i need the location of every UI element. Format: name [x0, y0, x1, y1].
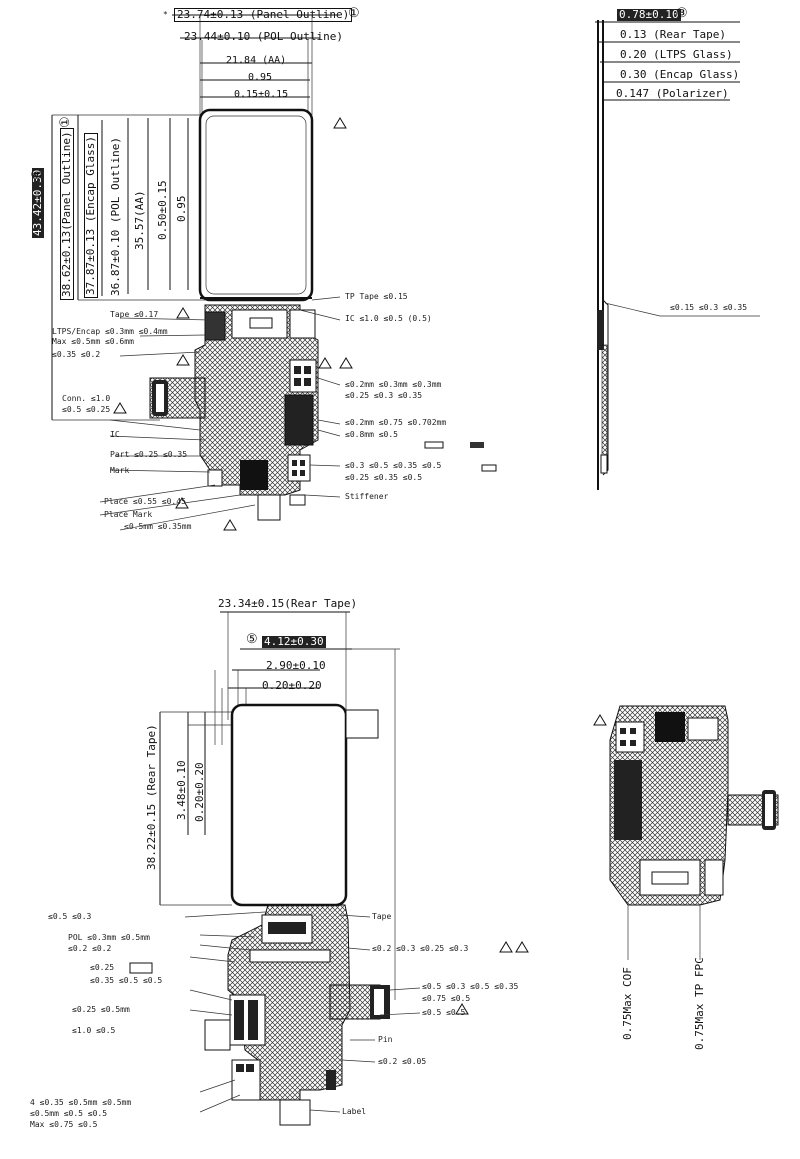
rear-left-note-9: ≤0.5mm ≤0.5 ≤0.5	[30, 1109, 108, 1118]
panel-outline-h-dim: 38.62±0.13(Panel Outline)	[60, 128, 74, 300]
rear-right-note-5: ≤0.5 ≤0.5	[422, 1008, 466, 1017]
rear-left-note-3: ≤0.2 ≤0.2	[68, 944, 112, 953]
front-view	[51, 14, 497, 531]
rear-right-note-4: ≤0.75 ≤0.5	[422, 994, 471, 1003]
front-left-note-7: IC	[110, 430, 120, 439]
rear-dim-020-v: 0.20±0.20	[193, 762, 206, 822]
front-right-note-9: Stiffener	[345, 492, 389, 501]
front-right-note-8: ≤0.25 ≤0.35 ≤0.5	[345, 473, 423, 482]
side-layer-encap-glass: 0.30 (Encap Glass)	[620, 68, 740, 81]
side-layer-rear-tape: 0.13 (Rear Tape)	[620, 28, 726, 41]
front-left-note-1: Tape ≤0.17	[110, 310, 159, 319]
panel-outline-dim: 23.74±0.13 (Panel Outline)	[174, 8, 353, 22]
rear-tape-height-dim: 38.22±0.15 (Rear Tape)	[145, 724, 158, 870]
front-left-note-10: Place ≤0.55 ≤0.45	[104, 497, 186, 506]
front-left-note-4: ≤0.35 ≤0.2	[52, 350, 101, 359]
front-right-note-4: ≤0.25 ≤0.3 ≤0.35	[345, 391, 423, 400]
front-right-note-1: TP Tape ≤0.15	[345, 292, 408, 301]
dim-015: 0.15±0.15	[234, 89, 289, 100]
front-right-note-5: ≤0.2mm ≤0.75 ≤0.702mm	[345, 418, 447, 427]
front-left-note-3: Max ≤0.5mm ≤0.6mm	[52, 337, 134, 346]
rear-right-note-8: Label	[342, 1107, 367, 1116]
rear-left-note-2: POL ≤0.3mm ≤0.5mm	[68, 933, 150, 942]
rear-right-note-2: ≤0.2 ≤0.3 ≤0.25 ≤0.3	[372, 944, 469, 953]
rear-tape-width-dim: 23.34±0.15(Rear Tape)	[218, 597, 358, 610]
rear-right-note-6: Pin	[378, 1035, 393, 1044]
detail-view	[593, 705, 779, 960]
side-annotation: ≤0.15 ≤0.3 ≤0.35	[670, 303, 748, 312]
side-total-dim: 0.78±0.10	[617, 8, 681, 21]
tp-fpc-max-thickness: 0.75Max TP FPC	[693, 957, 706, 1050]
rear-left-note-5: ≤0.35 ≤0.5 ≤0.5	[90, 976, 163, 985]
dim-095-v: 0.95	[175, 195, 188, 223]
front-left-note-2: LTPS/Encap ≤0.3mm ≤0.4mm	[52, 327, 168, 336]
dim-050: 0.50±0.15	[156, 180, 169, 240]
front-left-note-5: Conn. ≤1.0	[62, 394, 111, 403]
front-left-note-8: Part ≤0.25 ≤0.35	[110, 450, 188, 459]
front-right-note-2: IC ≤1.0 ≤0.5 (0.5)	[345, 314, 432, 323]
aa-dim: 21.84 (AA)	[226, 55, 287, 66]
rear-dim-290: 2.90±0.10	[266, 659, 326, 672]
cof-max-thickness: 0.75Max COF	[621, 967, 634, 1040]
side-view	[595, 20, 760, 490]
dim-095: 0.95	[248, 72, 273, 83]
rear-left-note-4: ≤0.25	[90, 963, 115, 972]
side-layer-polarizer: 0.147 (Polarizer)	[616, 87, 729, 100]
rear-left-note-7: ≤1.0 ≤0.5	[72, 1026, 116, 1035]
front-right-note-3: ≤0.2mm ≤0.3mm ≤0.3mm	[345, 380, 442, 389]
side-total-marker: ③	[676, 6, 688, 21]
front-right-note-6: ≤0.8mm ≤0.5	[345, 430, 398, 439]
rear-left-note-10: Max ≤0.75 ≤0.5	[30, 1120, 98, 1129]
front-left-note-12: ≤0.5mm ≤0.35mm	[124, 522, 192, 531]
rear-right-note-7: ≤0.2 ≤0.05	[378, 1057, 427, 1066]
rear-left-note-8: 4 ≤0.35 ≤0.5mm ≤0.5mm	[30, 1098, 132, 1107]
panel-outline-marker: ①	[348, 6, 360, 21]
pol-outline-dim: 23.44±0.10 (POL Outline)	[184, 30, 343, 43]
aa-h-dim: 35.57(AA)	[133, 190, 146, 250]
pol-outline-h-dim: 36.87±0.10 (POL Outline)	[109, 137, 122, 296]
rear-dim-020: 0.20±0.20	[262, 679, 322, 692]
front-left-note-11: Place Mark	[104, 510, 153, 519]
rear-view	[129, 611, 529, 1126]
rear-dim-marker: ⑤	[246, 632, 258, 647]
rear-right-note-1: Tape	[372, 912, 392, 921]
rear-dim-412: 4.12±0.30	[262, 635, 326, 648]
panel-outline-h-marker: ①	[58, 116, 73, 128]
encap-glass-h-dim: 37.87±0.13 (Encap Glass)	[84, 133, 98, 298]
front-left-note-6: ≤0.5 ≤0.25	[62, 405, 111, 414]
rear-left-note-6: ≤0.25 ≤0.5mm	[72, 1005, 130, 1014]
front-top-mark: *	[163, 10, 168, 19]
front-right-note-7: ≤0.3 ≤0.5 ≤0.35 ≤0.5	[345, 461, 442, 470]
total-height-marker: ④	[30, 168, 45, 180]
rear-dim-348: 3.48±0.10	[175, 760, 188, 820]
front-left-note-9: Mark	[110, 466, 130, 475]
side-layer-ltps-glass: 0.20 (LTPS Glass)	[620, 48, 733, 61]
rear-left-note-1: ≤0.5 ≤0.3	[48, 912, 92, 921]
rear-right-note-3: ≤0.5 ≤0.3 ≤0.5 ≤0.35	[422, 982, 519, 991]
